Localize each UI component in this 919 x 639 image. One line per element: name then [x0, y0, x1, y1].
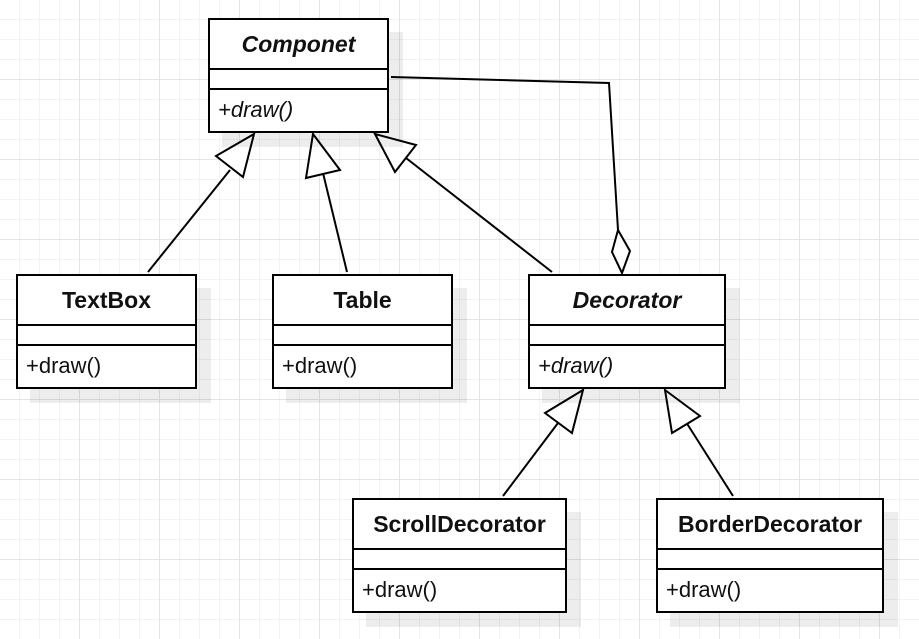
class-textbox[interactable]: TextBox +draw(): [16, 274, 197, 389]
operation: +draw(): [538, 353, 614, 378]
table-generalization-arrowhead: [304, 131, 342, 180]
class-name: BorderDecorator: [658, 500, 882, 550]
class-scroll-decorator[interactable]: ScrollDecorator +draw(): [352, 498, 567, 613]
scroll-generalization-arrowhead: [543, 387, 585, 435]
attributes-compartment: [18, 326, 195, 346]
scroll-to-decorator-line: [502, 422, 559, 497]
aggregation-diamond: [610, 227, 632, 276]
border-generalization-arrowhead: [663, 387, 702, 435]
operation: +draw(): [666, 577, 742, 602]
textbox-to-componet-line: [147, 169, 231, 273]
attributes-compartment: [354, 550, 565, 570]
attributes-compartment: [210, 70, 387, 90]
attributes-compartment: [530, 326, 724, 346]
textbox-generalization-arrowhead: [214, 131, 256, 179]
class-name: TextBox: [18, 276, 195, 326]
operation: +draw(): [218, 97, 294, 122]
decorator-to-componet-line: [405, 157, 553, 273]
aggregation-line: [390, 76, 619, 231]
operation: +draw(): [26, 353, 102, 378]
attributes-compartment: [274, 326, 451, 346]
operation: +draw(): [282, 353, 358, 378]
class-decorator[interactable]: Decorator +draw(): [528, 274, 726, 389]
class-name: Componet: [210, 20, 387, 70]
operation: +draw(): [362, 577, 438, 602]
class-border-decorator[interactable]: BorderDecorator +draw(): [656, 498, 884, 613]
border-to-decorator-line: [685, 421, 734, 497]
attributes-compartment: [658, 550, 882, 570]
class-name: Decorator: [530, 276, 724, 326]
class-table[interactable]: Table +draw(): [272, 274, 453, 389]
class-name: Table: [274, 276, 451, 326]
class-componet[interactable]: Componet +draw(): [208, 18, 389, 133]
class-name: ScrollDecorator: [354, 500, 565, 550]
table-to-componet-line: [322, 172, 348, 273]
decorator-generalization-arrowhead: [373, 132, 418, 174]
